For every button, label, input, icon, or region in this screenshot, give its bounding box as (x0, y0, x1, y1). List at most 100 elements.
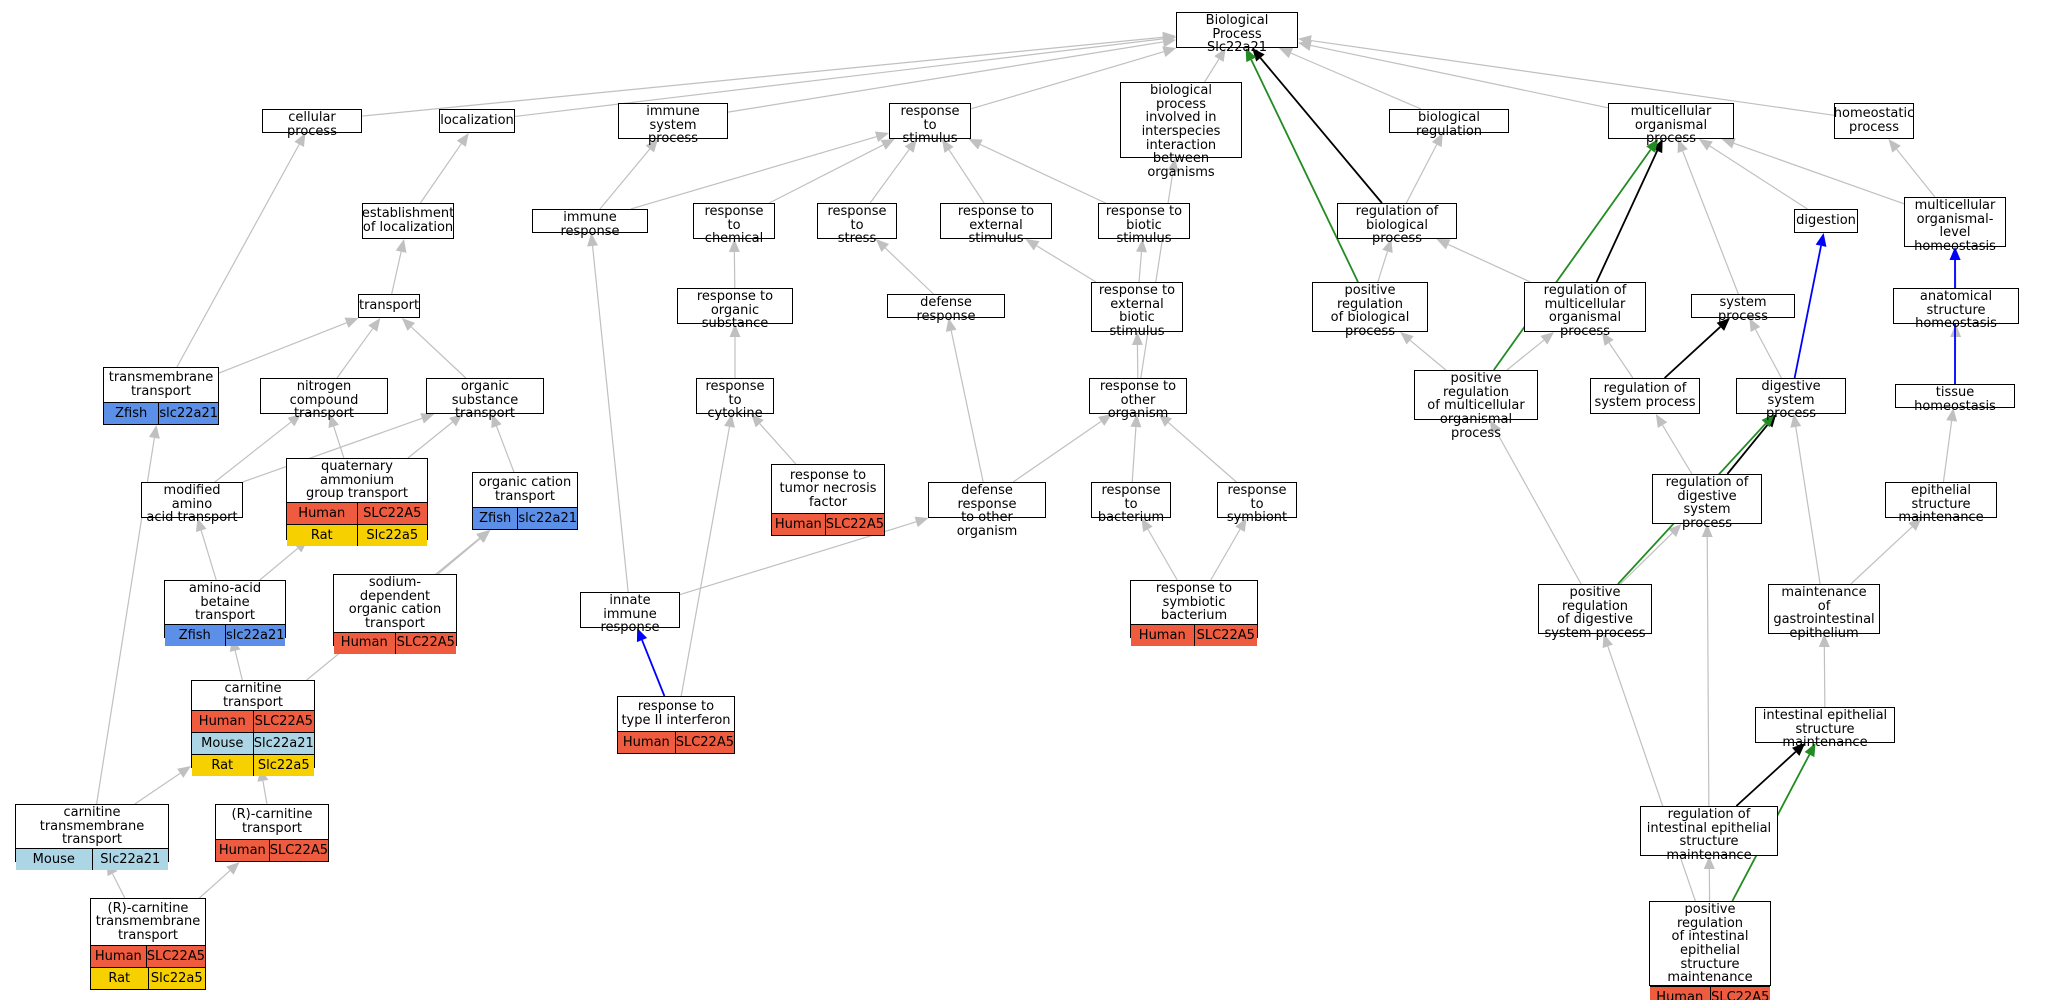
edge-is-a (1608, 342, 1634, 379)
go-term-transport[interactable]: transport (358, 294, 420, 318)
go-term-innate[interactable]: innate immune response (580, 592, 680, 635)
go-term-resp-ext-biotic[interactable]: response to external biotic stimulus (1091, 282, 1183, 338)
go-term-int-epi[interactable]: intestinal epithelial structure maintena… (1755, 707, 1895, 750)
go-term-defense[interactable]: defense response (887, 294, 1005, 323)
go-term-reg-bio[interactable]: regulation of biological process (1337, 203, 1457, 246)
go-term-mod-amino[interactable]: modified amino acid transport (141, 482, 243, 525)
go-term-def-other[interactable]: defense response to other organism (928, 482, 1046, 538)
go-term-pos-reg-bio[interactable]: positive regulation of biological proces… (1312, 282, 1428, 338)
edge-arrowhead (587, 233, 599, 247)
go-term-pos-reg-int-epi[interactable]: positive regulation of intestinal epithe… (1649, 901, 1771, 1000)
go-term-resp-biotic[interactable]: response to biotic stimulus (1098, 203, 1190, 246)
edge-is-a (333, 426, 345, 459)
go-term-nitrogen[interactable]: nitrogen compound transport (260, 378, 388, 421)
edge-is-a (437, 537, 481, 575)
go-term-resp-other[interactable]: response to other organism (1089, 378, 1187, 421)
edge-arrowhead (1540, 332, 1555, 345)
go-term-system[interactable]: system process (1691, 294, 1795, 323)
edge-positively-regulates (1493, 149, 1652, 371)
go-term-resp-stress[interactable]: response to stress (817, 203, 897, 246)
go-term-dig-sys[interactable]: digestive system process (1736, 378, 1846, 421)
edge-arrowhead (1130, 414, 1142, 428)
go-term-localization[interactable]: localization (439, 109, 515, 133)
edge-arrowhead (1158, 414, 1173, 427)
term-label: immune system process (646, 104, 700, 147)
go-term-multicell[interactable]: multicellular organismal process (1608, 103, 1734, 146)
go-term-resp-stim[interactable]: response to stimulus (889, 103, 971, 146)
go-term-digestion[interactable]: digestion (1794, 209, 1858, 233)
species-cell: Mouse (16, 848, 92, 870)
term-label: cellular process (287, 110, 337, 139)
edge-arrowhead (751, 414, 764, 428)
go-term-resp-cyto[interactable]: response to cytokine (696, 378, 774, 421)
term-label: response to symbiotic bacterium (1155, 581, 1233, 624)
gene-cell: Slc22a21 (91, 848, 168, 870)
edge-arrowhead (968, 139, 983, 150)
go-term-interspecies[interactable]: biological process involved in interspec… (1120, 82, 1242, 179)
go-term-sodium[interactable]: sodium-dependent organic cation transpor… (333, 574, 457, 654)
go-term-maint-gi[interactable]: maintenance of gastrointestinal epitheli… (1768, 584, 1880, 640)
term-label: biological regulation (1415, 110, 1483, 139)
edge-is-a (1620, 532, 1673, 585)
edge-regulates (1793, 245, 1822, 379)
edge-is-a (1682, 150, 1739, 295)
edge-arrowhead (449, 414, 463, 427)
go-term-anat-homeo[interactable]: anatomical structure homeostasis (1893, 288, 2019, 331)
go-term-reg-mc[interactable]: regulation of multicellular organismal p… (1524, 282, 1646, 338)
go-term-reg-sys[interactable]: regulation of system process (1590, 378, 1700, 414)
edge-arrowhead (456, 133, 469, 147)
term-label: intestinal epithelial structure maintena… (1762, 708, 1888, 751)
edge-arrowhead (1602, 634, 1614, 649)
go-term-estab-loc[interactable]: establishment of localization (362, 203, 454, 239)
edge-is-a (591, 245, 629, 593)
go-term-tissue-homeo[interactable]: tissue homeostasis (1895, 384, 2015, 413)
go-term-homeostatic[interactable]: homeostatic process (1834, 103, 1914, 139)
go-term-resp-ext[interactable]: response to external stimulus (940, 203, 1052, 246)
edge-arrowhead (1162, 46, 1177, 57)
go-term-resp-symb[interactable]: response to symbiont (1217, 482, 1297, 525)
go-term-mc-homeo[interactable]: multicellular organismal-level homeostas… (1904, 197, 2006, 253)
go-term-cellular[interactable]: cellular process (262, 109, 362, 138)
term-label: (R)-carnitine transport (231, 807, 313, 836)
go-term-reg-int-epi[interactable]: regulation of intestinal epithelial stru… (1640, 806, 1778, 862)
go-term-epi-maint[interactable]: epithelial structure maintenance (1885, 482, 1997, 525)
go-term-pos-reg-dig[interactable]: positive regulation of digestive system … (1538, 584, 1652, 640)
go-term-resp-chem[interactable]: response to chemical (693, 203, 775, 246)
edge-arrowhead (1804, 743, 1816, 758)
edge-arrowhead (177, 765, 191, 778)
edge-is-a (407, 421, 453, 459)
edge-is-a (514, 38, 1164, 118)
go-term-immune-sys[interactable]: immune system process (618, 103, 728, 146)
edge-is-a (361, 36, 1164, 117)
go-term-root[interactable]: Biological Process Slc22a21 (1176, 12, 1298, 55)
edge-arrowhead (1790, 414, 1802, 428)
go-term-org-subst[interactable]: organic substance transport (426, 378, 544, 421)
term-label: response to stress (827, 204, 887, 247)
go-term-pos-reg-mc[interactable]: positive regulation of multicellular org… (1414, 370, 1538, 440)
term-label: digestive system process (1761, 379, 1821, 422)
term-label: anatomical structure homeostasis (1915, 289, 1997, 332)
edge-arrowhead (904, 139, 917, 153)
edge-is-a (1310, 44, 1609, 109)
go-term-resp-bact[interactable]: response to bacterium (1091, 482, 1171, 525)
edge-part-of (1595, 150, 1659, 283)
species-cell: Human (1650, 986, 1710, 1000)
go-term-reg-dig[interactable]: regulation of digestive system process (1652, 474, 1762, 530)
go-term-resp-org[interactable]: response to organic substance (677, 288, 793, 331)
term-label: localization (440, 113, 514, 129)
go-term-immune-resp[interactable]: immune response (532, 209, 648, 238)
go-term-bio-reg[interactable]: biological regulation (1389, 109, 1509, 138)
